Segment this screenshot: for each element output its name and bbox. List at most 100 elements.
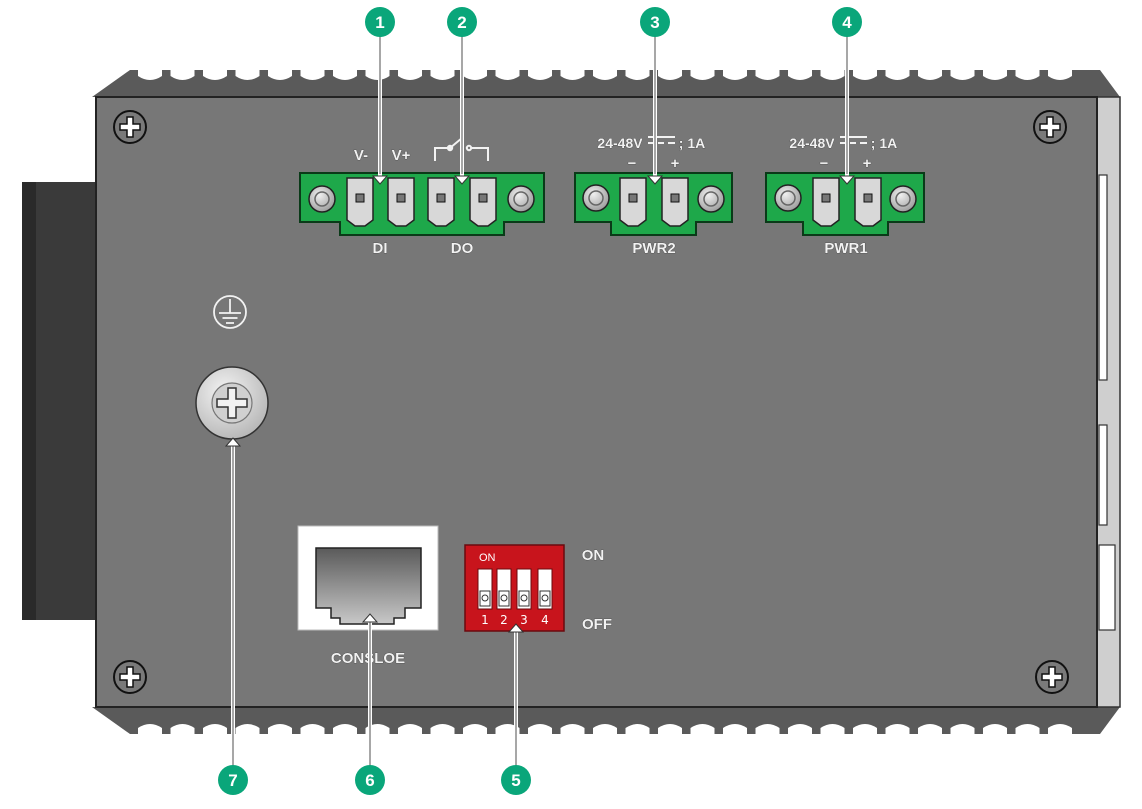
fin-notch (1048, 60, 1072, 80)
fin-notch (950, 60, 975, 80)
callout-7: 7 (218, 765, 248, 795)
callout-number: 3 (650, 13, 659, 32)
side-mount-shadow (22, 182, 36, 620)
fin-notch (593, 60, 617, 80)
fin-notch (885, 724, 910, 744)
terminal-screw (582, 184, 610, 212)
fin-notch (690, 724, 715, 744)
fin-notch (333, 724, 357, 744)
right-edge (1096, 96, 1121, 708)
callout-number: 4 (842, 13, 852, 32)
pwr2-plus: + (671, 155, 680, 172)
pwr1-rating-suffix: ; 1A (871, 135, 897, 151)
fin-notch (268, 724, 292, 744)
pwr2-terminal-block (574, 172, 733, 236)
dip-toggle-dot (500, 594, 508, 602)
dip-number-2: 2 (500, 613, 508, 627)
pwr1-rating: 24-48V (789, 135, 835, 151)
fin-notch (853, 724, 877, 744)
pwr2-label: PWR2 (632, 240, 675, 257)
terminal-screw (774, 184, 802, 212)
callout-6: 6 (355, 765, 385, 795)
fin-notch (430, 724, 455, 744)
fin-notch (300, 60, 325, 80)
pwr1-label: PWR1 (824, 240, 867, 257)
dip-off-label: OFF (582, 616, 612, 633)
fin-notch (690, 60, 715, 80)
ground-screw (195, 366, 269, 440)
terminal-pin (619, 177, 647, 227)
fin-notch (983, 724, 1007, 744)
fin-notch (268, 60, 292, 80)
pwr2-minus: − (628, 155, 637, 172)
terminal-pin (387, 177, 415, 227)
fin-notch (1015, 724, 1040, 744)
pwr1-minus: − (820, 155, 829, 172)
fin-notch (788, 724, 812, 744)
callout-number: 7 (228, 771, 237, 790)
top-fins (92, 60, 1120, 97)
dip-toggle-3 (518, 590, 530, 607)
fin-notch (463, 724, 487, 744)
fin-notch (755, 724, 780, 744)
callout-arrowheads (224, 175, 856, 633)
fin-notch (788, 60, 812, 80)
dip-toggle-dot (520, 594, 528, 602)
callout-number: 1 (375, 13, 384, 32)
fin-notch (495, 60, 520, 80)
fin-notch (170, 724, 195, 744)
pin-label-v-plus: V+ (392, 147, 411, 164)
terminal-pin (346, 177, 374, 227)
callout-number: 6 (365, 771, 374, 790)
signal-terminal-block (299, 172, 545, 236)
label-do: DO (451, 240, 474, 257)
dip-toggle-2 (498, 590, 510, 607)
terminal-screw (889, 185, 917, 213)
dip-number-1: 1 (481, 613, 489, 627)
fin-notch (138, 724, 162, 744)
fin-notch (1048, 724, 1072, 744)
pin-label-v-minus: V- (354, 147, 368, 164)
terminal-screw (697, 185, 725, 213)
fin-notch (560, 724, 585, 744)
fin-notch (528, 724, 552, 744)
dip-number-4: 4 (541, 613, 549, 627)
fin-notch (885, 60, 910, 80)
dip-number-3: 3 (520, 613, 528, 627)
fin-notch (235, 724, 260, 744)
callout-1: 1 (365, 7, 395, 37)
callout-number: 2 (457, 13, 466, 32)
callout-4: 4 (832, 7, 862, 37)
callout-number: 5 (511, 771, 520, 790)
pwr2-rating-suffix: ; 1A (679, 135, 705, 151)
fin-notch (593, 724, 617, 744)
corner-screw-bl (113, 660, 147, 694)
ground-icon (213, 295, 247, 329)
fin-notch (853, 60, 877, 80)
fin-notch (723, 724, 747, 744)
fin-notch (918, 60, 942, 80)
corner-screw-br (1035, 660, 1069, 694)
terminal-screw (308, 185, 336, 213)
label-di: DI (373, 240, 388, 257)
fin-notch (950, 724, 975, 744)
fin-notch (820, 60, 845, 80)
fin-notch (625, 60, 650, 80)
fin-notch (528, 60, 552, 80)
callout-2: 2 (447, 7, 477, 37)
fin-notch (430, 60, 455, 80)
dip-switch (464, 544, 565, 632)
terminal-pin (854, 177, 882, 227)
terminal-pin (427, 177, 455, 227)
pwr1-plus: + (863, 155, 872, 172)
fin-notch (333, 60, 357, 80)
fin-notch (235, 60, 260, 80)
fin-notch (1015, 60, 1040, 80)
pwr1-terminal-block (765, 172, 925, 236)
fin-notch (755, 60, 780, 80)
fin-notch (658, 724, 682, 744)
fin-notch (203, 60, 227, 80)
fin-notch (398, 724, 422, 744)
